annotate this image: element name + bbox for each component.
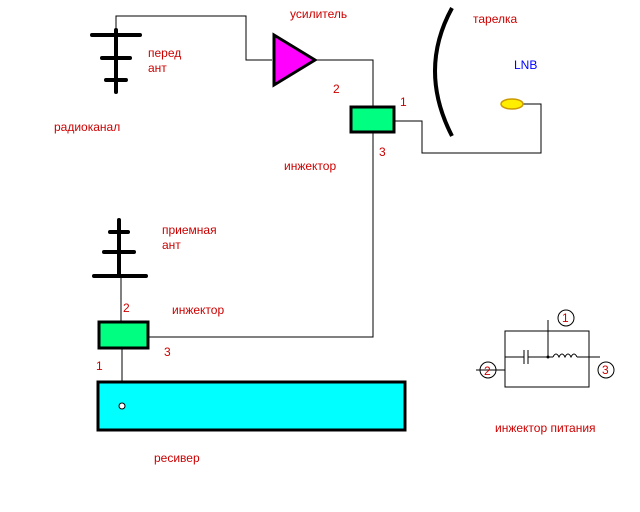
dish-label: тарелка (473, 12, 518, 26)
lnb-label: LNB (514, 58, 538, 72)
receiver-label: ресивер (154, 451, 200, 465)
top-injector-port-2: 2 (333, 82, 340, 96)
power-injector-port-2: 2 (484, 364, 491, 378)
top-injector-port-3: 3 (379, 145, 386, 159)
wire-amplifier-to-injector (315, 59, 374, 107)
radio-channel-label: радиоканал (54, 120, 121, 134)
top-injector-box (349, 105, 396, 134)
amplifier-label: усилитель (290, 7, 348, 21)
transmit-antenna-label-line1: перед (148, 46, 182, 60)
power-injector-port-1: 1 (562, 311, 569, 325)
transmit-antenna-icon (90, 28, 142, 94)
wire-injector-to-injector (148, 132, 374, 338)
receive-antenna-icon (92, 218, 148, 278)
receiver-connector-icon (118, 402, 126, 410)
bottom-injector-port-3: 3 (164, 345, 171, 359)
wire-injector-to-lnb (394, 103, 542, 154)
wire-antenna-to-amplifier (115, 15, 272, 61)
receiver-box (96, 380, 407, 432)
transmit-antenna-label-line2: ант (148, 61, 167, 75)
power-injector-port-3: 3 (602, 363, 609, 377)
bottom-injector-port-2: 2 (123, 301, 130, 315)
receive-antenna-label-line2: ант (162, 238, 181, 252)
schematic-junction-dot (546, 355, 550, 359)
bottom-injector-box (97, 320, 150, 350)
bottom-injector-label: инжектор (172, 303, 225, 317)
amplifier-icon (272, 32, 318, 88)
top-injector-port-1: 1 (400, 95, 407, 109)
receive-antenna-label-line1: приемная (162, 223, 217, 237)
bottom-injector-port-1: 1 (96, 359, 103, 373)
power-injector-schematic (476, 309, 615, 388)
lnb-icon (500, 98, 524, 110)
top-injector-label: инжектор (284, 159, 337, 173)
dish-icon (433, 7, 454, 137)
power-injector-label: инжектор питания (495, 421, 596, 435)
